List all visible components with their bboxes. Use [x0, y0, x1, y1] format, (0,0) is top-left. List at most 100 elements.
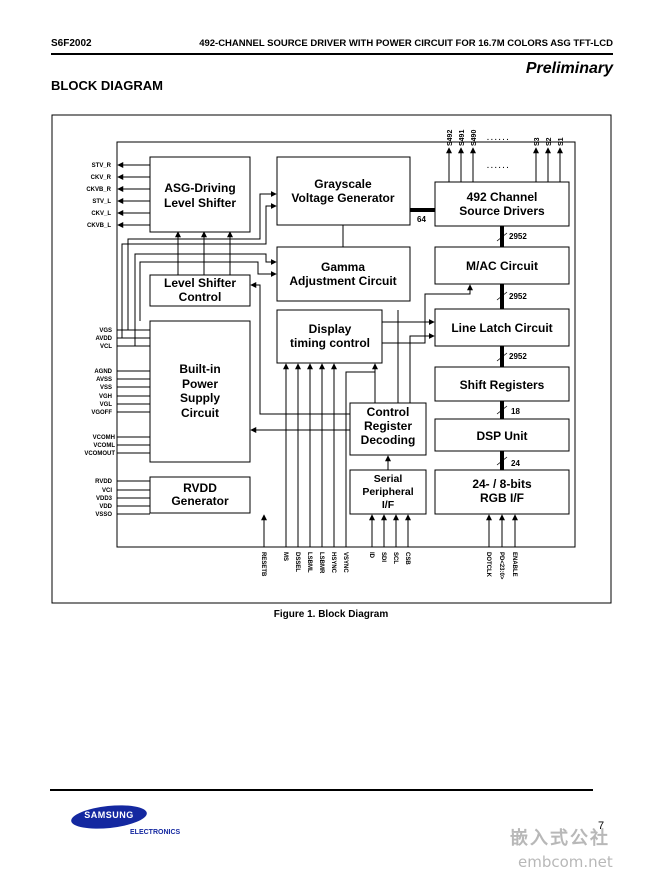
shift-registers-label: Shift Registers [460, 378, 545, 392]
display-timing-label-1: Display [309, 322, 352, 336]
level-shifter-label-1: Level Shifter [164, 276, 236, 290]
samsung-logo: SAMSUNG [70, 805, 148, 829]
pin-s491: S491 [459, 130, 466, 146]
bus-width-src-mac: 2952 [509, 232, 527, 241]
bus-width-mac-latch: 2952 [509, 292, 527, 301]
power-supply-circuit-block [149, 320, 251, 463]
pin-id: ID [368, 552, 374, 559]
pin-dotclk: DOTCLK [485, 552, 491, 578]
serial-if-label-3: I/F [382, 499, 395, 511]
pin-agnd: AGND [94, 369, 112, 375]
asg-label-1: ASG-Driving [164, 181, 235, 195]
pin-scl: SCL [392, 552, 398, 564]
pin-resetb: RESETB [260, 552, 266, 577]
display-timing-control-block [276, 309, 383, 364]
source-drivers-label-2: Source Drivers [459, 204, 545, 218]
pin-avdd: AVDD [95, 336, 112, 342]
page-number: 7 [598, 820, 605, 832]
pin-pd: PD<23:0> [498, 552, 504, 580]
watermark-url: embcom.net [518, 853, 613, 871]
pin-ckv-l: CKV_L [91, 211, 111, 217]
pin-hsync: HSYNC [330, 552, 336, 574]
bus-width-dsp-rgb: 24 [511, 459, 520, 468]
line-latch-label: Line Latch Circuit [451, 321, 552, 335]
rgb-if-label-2: RGB I/F [480, 491, 524, 505]
pin-vsso: VSSO [95, 512, 112, 518]
gamma-label-1: Gamma [321, 260, 365, 274]
header-rule [51, 53, 613, 55]
pin-s1: S1 [558, 137, 565, 146]
rvdd-label-2: Generator [171, 494, 229, 508]
source-dots-top: . . . . . . [487, 135, 508, 142]
pin-sdi: SDI [380, 552, 386, 562]
pin-vci: VCI [102, 488, 112, 494]
pin-enable: ENABLE [511, 552, 517, 577]
power-label-2: Power [182, 377, 218, 391]
figure-caption: Figure 1. Block Diagram [273, 609, 389, 620]
power-label-3: Supply [180, 391, 220, 405]
pin-vcomh: VCOMH [93, 435, 115, 441]
section-title: BLOCK DIAGRAM [51, 78, 163, 93]
pin-vcoml: VCOML [93, 443, 115, 449]
control-register-block [349, 402, 427, 456]
pin-vgs: VGS [99, 328, 112, 334]
watermark-chinese: 嵌入式公社 [510, 828, 610, 849]
pin-avss: AVSS [96, 377, 112, 383]
pin-s2: S2 [546, 137, 553, 146]
samsung-logo-text: SAMSUNG [84, 810, 134, 820]
pin-vdd: VDD [99, 504, 112, 510]
pin-s492: S492 [447, 130, 454, 146]
pin-vcl: VCL [100, 344, 112, 350]
gamma-label-2: Adjustment Circuit [289, 274, 396, 288]
samsung-electronics-text: ELECTRONICS [130, 829, 181, 836]
pin-stv-l: STV_L [92, 199, 111, 205]
pin-ckvb-r: CKVB_R [86, 187, 111, 193]
footer-rule [50, 789, 593, 791]
grayscale-label-2: Voltage Generator [291, 191, 394, 205]
serial-if-label-2: Peripheral [362, 486, 413, 498]
pin-lsbmr: LSBMR [318, 552, 324, 574]
pin-s490: S490 [471, 130, 478, 146]
source-dots-bottom: . . . . . . [487, 163, 508, 170]
pin-rvdd: RVDD [95, 479, 113, 485]
control-register-label-2: Register [364, 419, 412, 433]
pin-ckv-r: CKV_R [91, 175, 112, 181]
rvdd-generator-block [149, 476, 251, 514]
pin-s3: S3 [534, 137, 541, 146]
preliminary-label: Preliminary [525, 60, 613, 77]
display-timing-label-2: timing control [290, 336, 370, 350]
pin-vgh: VGH [99, 394, 112, 400]
part-number: S6F2002 [51, 38, 92, 49]
pin-lsbml: LSBML [306, 552, 312, 573]
asg-label-2: Level Shifter [164, 196, 236, 210]
power-label-1: Built-in [179, 362, 220, 376]
bus-width-latch-shift: 2952 [509, 352, 527, 361]
serial-if-label-1: Serial [374, 473, 403, 485]
pin-vcomout: VCOMOUT [84, 451, 115, 457]
dsp-unit-label: DSP Unit [476, 429, 527, 443]
pin-vss: VSS [100, 385, 112, 391]
rgb-if-label-1: 24- / 8-bits [472, 477, 532, 491]
bus-width-shift-dsp: 18 [511, 407, 520, 416]
document-title: 492-CHANNEL SOURCE DRIVER WITH POWER CIR… [199, 38, 613, 49]
pin-ms: MS [282, 552, 288, 561]
mac-label: M/AC Circuit [466, 259, 538, 273]
pin-ckvb-l: CKVB_L [87, 223, 111, 229]
control-register-label-3: Decoding [361, 433, 416, 447]
grayscale-label-1: Grayscale [314, 177, 372, 191]
pin-vgoff: VGOFF [91, 410, 112, 416]
pin-dssel: DSSEL [294, 552, 300, 572]
source-drivers-label-1: 492 Channel [467, 190, 538, 204]
control-register-label-1: Control [367, 405, 410, 419]
bus-width-64: 64 [417, 215, 426, 224]
figure-frame [51, 114, 612, 604]
pin-csb: CSB [404, 552, 410, 565]
level-shifter-label-2: Control [179, 290, 222, 304]
power-label-4: Circuit [181, 406, 219, 420]
pin-vsync: VSYNC [342, 552, 348, 573]
pin-vdd3: VDD3 [96, 496, 113, 502]
rvdd-label-1: RVDD [183, 481, 217, 495]
asg-level-shifter-block [149, 156, 251, 233]
level-shifter-control-block [149, 274, 251, 307]
